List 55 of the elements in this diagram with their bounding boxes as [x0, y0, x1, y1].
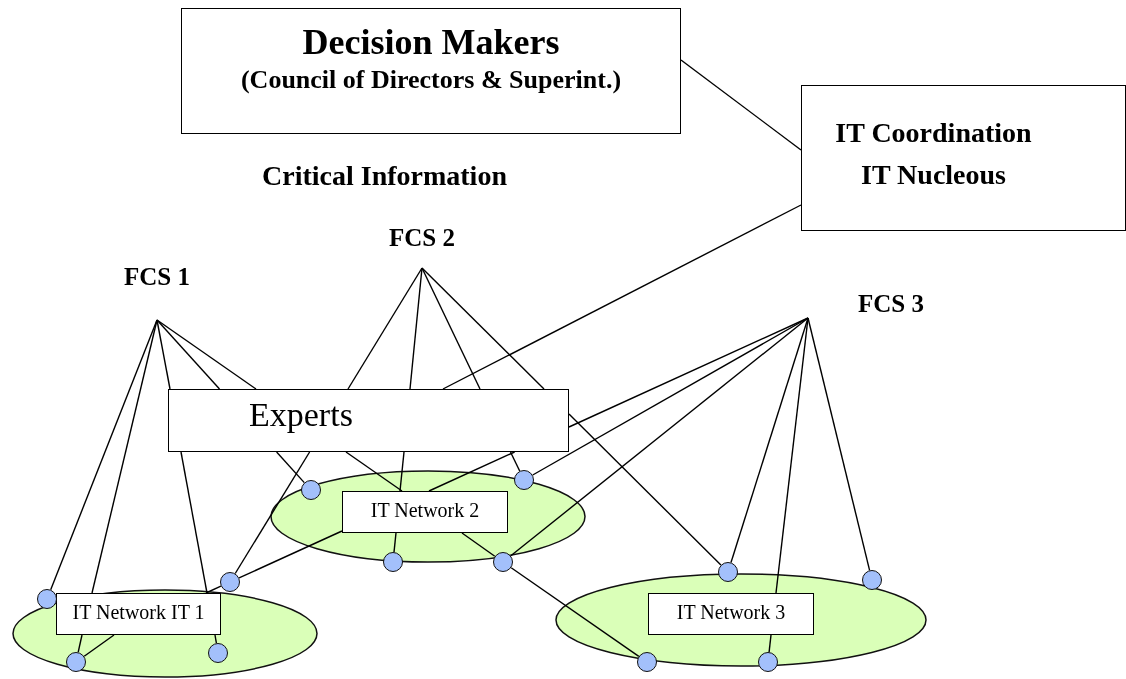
connector-line: [568, 413, 722, 566]
connector-line: [347, 267, 423, 390]
connector-line: [156, 319, 171, 390]
connector-line: [807, 317, 871, 571]
connector-line: [775, 317, 809, 594]
connector-line: [156, 319, 257, 390]
fcs-label: FCS 1: [112, 263, 202, 320]
fcs-label: FCS 3: [800, 290, 924, 318]
network-label-box: IT Network 3: [648, 593, 814, 635]
connector-line: [275, 451, 305, 484]
connector-line: [730, 317, 809, 564]
connector-line: [399, 451, 405, 492]
connector-line: [768, 634, 772, 653]
node-circle: [383, 552, 403, 572]
connector-line: [568, 317, 809, 428]
connector-line: [409, 267, 423, 390]
connector-line: [83, 634, 115, 657]
connector-line: [345, 451, 403, 492]
connector-line: [509, 451, 521, 472]
connector-line: [461, 532, 496, 557]
node-circle: [718, 562, 738, 582]
connector-line: [91, 319, 158, 594]
connector-line: [442, 204, 802, 390]
decision-box: [181, 8, 681, 134]
heading-text: Critical Information: [262, 160, 507, 192]
connector-line: [156, 319, 221, 390]
fcs-label: FCS 2: [377, 224, 467, 268]
connector-line: [77, 634, 83, 653]
connector-line: [393, 532, 397, 553]
connector-line: [421, 267, 481, 390]
network-ellipse: [12, 589, 318, 678]
connector-line: [214, 634, 218, 644]
connector-line: [421, 267, 545, 390]
node-circle: [637, 652, 657, 672]
node-circle: [37, 589, 57, 609]
connector-line: [428, 451, 516, 492]
connector-line: [238, 530, 343, 579]
connector-line: [234, 451, 311, 575]
box-subheading: (Council of Directors & Superint.): [239, 64, 623, 96]
node-circle: [514, 470, 534, 490]
node-circle: [301, 480, 321, 500]
connector-line: [680, 59, 802, 151]
node-circle: [220, 572, 240, 592]
connector-line: [50, 319, 158, 591]
experts-box: Experts: [168, 389, 569, 452]
connector-line: [532, 317, 809, 476]
connector-line: [510, 317, 809, 557]
node-circle: [862, 570, 882, 590]
network-label-box: IT Network 2: [342, 491, 508, 533]
coordination-box: IT Coordination IT Nucleous: [801, 85, 1126, 231]
box-heading: Decision Makers: [301, 21, 561, 64]
connector-line: [180, 451, 208, 594]
network-label-box: IT Network IT 1: [56, 593, 221, 635]
connector-line: [205, 585, 222, 594]
connector-line: [510, 567, 640, 657]
